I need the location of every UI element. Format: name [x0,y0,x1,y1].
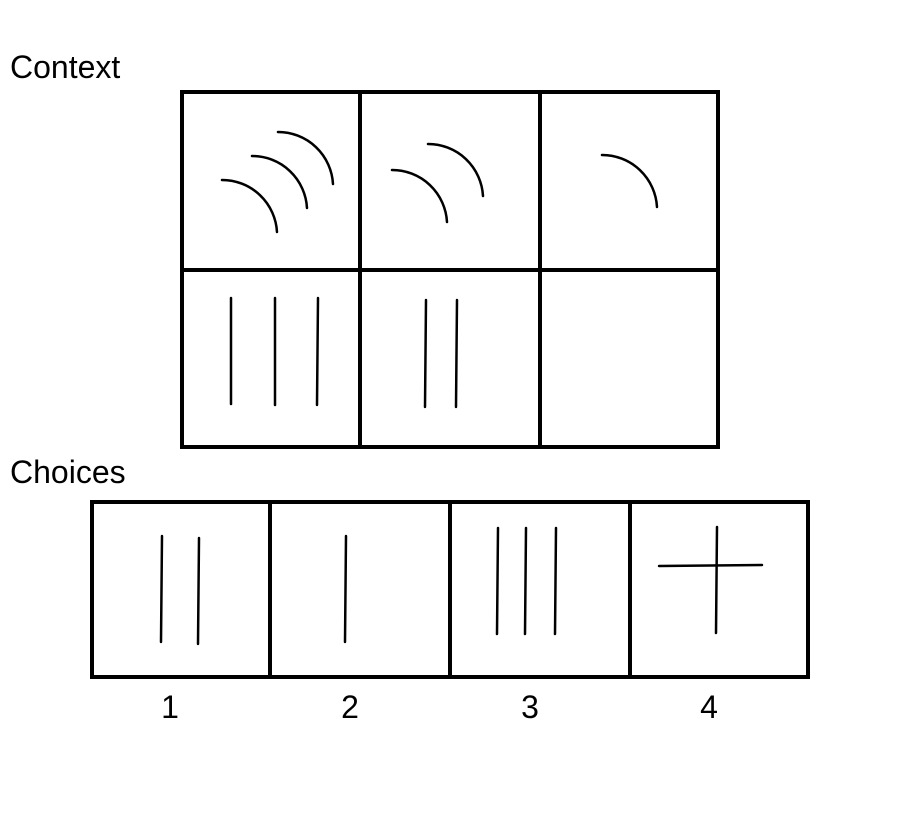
choices-grid [90,500,810,679]
choice-number-3[interactable]: 3 [521,689,539,725]
vertical-line-figure [196,536,201,646]
context-cell-r1c1 [220,130,335,234]
arc-figure [426,142,485,198]
choice-option-2[interactable] [343,534,348,644]
choice-option-3[interactable] [495,526,558,636]
vertical-line-figure [553,526,558,636]
arc-figure [250,154,309,210]
vertical-line-figure [315,296,320,407]
cross-vertical-stroke [714,525,719,635]
context-cell-r2c2 [423,298,459,409]
context-cell-r2c1 [229,296,320,407]
vertical-line-figure [495,526,500,636]
choice-option-1[interactable] [159,534,201,646]
choice-number-4[interactable]: 4 [700,689,718,725]
arc-figure [390,168,449,224]
vertical-line-figure [343,534,348,644]
vertical-line-figure [523,526,528,636]
context-cell-r1c3 [600,153,659,209]
choice-number-2[interactable]: 2 [341,689,359,725]
choices-label: Choices [10,454,126,490]
choice-option-4[interactable] [657,525,764,635]
choice-number-1[interactable]: 1 [161,689,179,725]
cross-horizontal-stroke [657,563,764,568]
context-grid [180,90,720,449]
vertical-line-figure [454,298,459,409]
context-cell-r1c2 [390,142,485,224]
context-label: Context [10,49,121,85]
arc-figure [220,178,279,234]
vertical-line-figure [423,298,428,409]
vertical-line-figure [159,534,164,644]
arc-figure [600,153,659,209]
arc-figure [276,130,335,186]
